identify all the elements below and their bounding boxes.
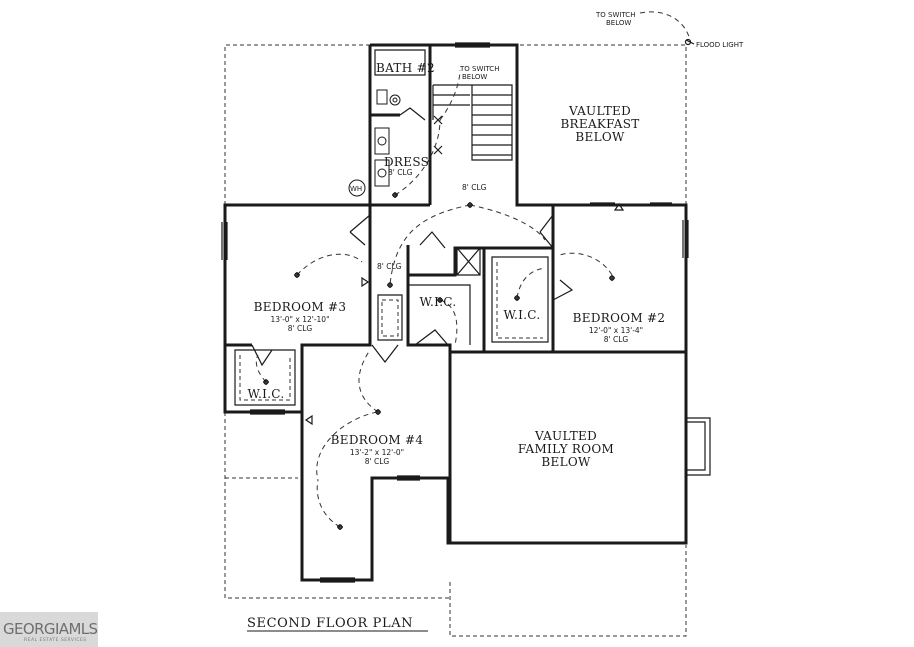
bedroom2-ceiling: 8' CLG	[604, 335, 629, 344]
bath-label: BATH #2	[376, 61, 435, 75]
wic-shelf-3	[239, 355, 291, 401]
wic-label-bedroom2: W.I.C.	[504, 308, 541, 322]
linen-box	[456, 247, 481, 276]
watermark-logo: GEORGIAMLS REAL ESTATE SERVICES	[0, 612, 98, 647]
plan-title: SECOND FLOOR PLAN	[247, 616, 413, 631]
lower-floor-outline-top	[224, 44, 370, 205]
dress-label: DRESS	[384, 155, 429, 169]
switch-note-stair-2: BELOW	[462, 73, 487, 81]
bath-tub	[374, 49, 426, 76]
breakfast-line-2: BREAKFAST	[560, 117, 639, 131]
bedroom3-size: 13'-0" x 12'-10"	[270, 315, 329, 324]
lower-floor-outline-bottom	[449, 545, 687, 637]
hall2-ceiling-note: 8' CLG	[377, 262, 402, 271]
bath-wall	[370, 45, 432, 207]
bedroom3-ceiling: 8' CLG	[288, 324, 313, 333]
family-room-bay	[686, 417, 711, 476]
electrical-runs	[255, 11, 691, 528]
hall-closet	[377, 294, 403, 341]
center-wic-wall	[408, 284, 471, 345]
flood-light-note: FLOOD LIGHT	[696, 41, 744, 49]
wic-shelf-2	[496, 262, 543, 339]
switch-note-top-1: TO SWITCH	[595, 11, 635, 19]
bath-fixtures	[348, 89, 401, 197]
family-line-1: VAULTED	[534, 429, 597, 443]
breakfast-line-1: VAULTED	[568, 104, 631, 118]
bedroom2-wall	[482, 205, 555, 354]
bedroom3-name: BEDROOM #3	[254, 300, 347, 314]
bedroom2-name: BEDROOM #2	[573, 311, 666, 325]
exterior-wall	[223, 43, 688, 582]
hall-closet-dash	[381, 299, 399, 337]
dress-ceiling: 8' CLG	[388, 168, 413, 177]
wic-label-center: W.I.C.	[420, 295, 457, 309]
bedroom4-size: 13'-2" x 12'-0"	[350, 448, 404, 457]
bedroom4-ceiling: 8' CLG	[365, 457, 390, 466]
switch-note-top-2: BELOW	[606, 19, 631, 27]
windows	[221, 42, 689, 583]
watermark-subtitle: REAL ESTATE SERVICES	[24, 638, 87, 643]
bedroom3-wall	[225, 205, 372, 412]
smoke-detectors	[304, 202, 625, 426]
lower-floor-outline-left	[224, 412, 298, 599]
bedroom3-wic-wall	[234, 349, 296, 406]
bedroom4-name: BEDROOM #4	[331, 433, 424, 447]
breakfast-line-3: BELOW	[575, 130, 625, 144]
doors	[251, 107, 574, 367]
bedroom2-wic-inner	[491, 256, 549, 343]
light-fixtures	[263, 38, 695, 530]
water-heater-label: WH	[350, 185, 362, 193]
switch-note-stair-1: TO SWITCH	[459, 65, 499, 73]
stairs	[432, 84, 513, 161]
watermark-brand: GEORGIAMLS	[3, 620, 98, 638]
hall-ceiling-note: 8' CLG	[462, 183, 487, 192]
wic-label-bedroom3: W.I.C.	[248, 387, 285, 401]
bedroom2-size: 12'-0" x 13'-4"	[589, 326, 643, 335]
family-line-2: FAMILY ROOM	[518, 442, 614, 456]
family-line-3: BELOW	[541, 455, 591, 469]
